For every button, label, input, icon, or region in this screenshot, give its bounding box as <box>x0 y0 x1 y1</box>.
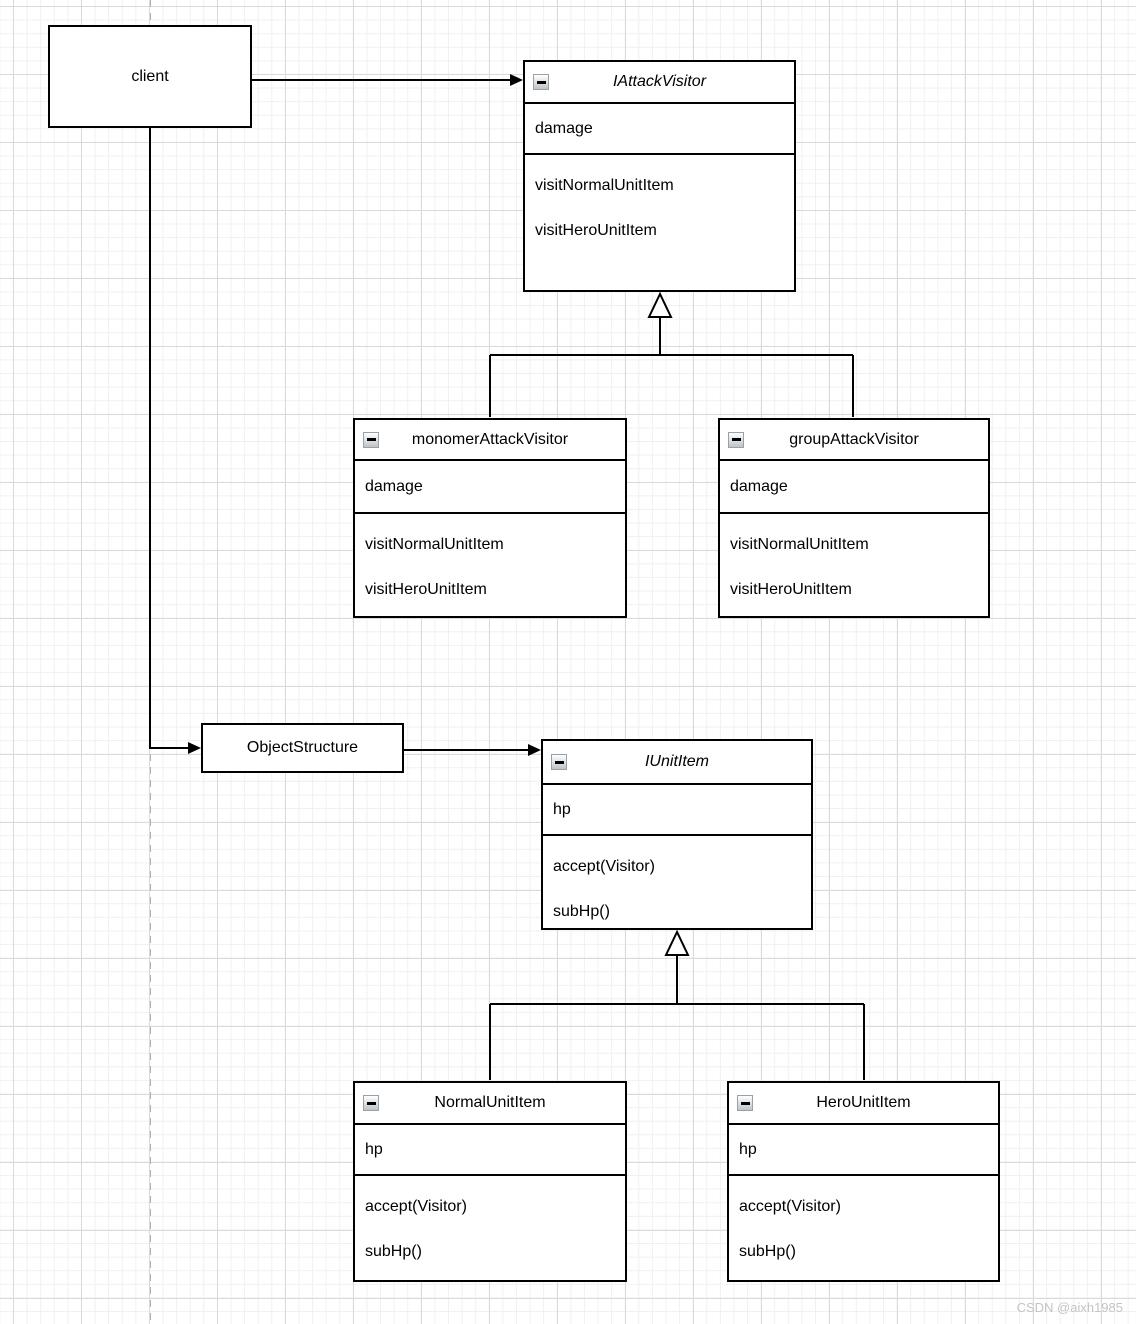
method-row: subHp() <box>553 903 610 920</box>
minus-glyph <box>536 80 546 84</box>
minus-glyph <box>740 1101 750 1105</box>
attribute-row: damage <box>730 477 788 495</box>
minus-glyph <box>366 1101 376 1105</box>
class-title: groupAttackVisitor <box>789 430 919 448</box>
node-client-label: client <box>131 67 169 85</box>
minus-glyph <box>731 438 741 441</box>
arrowhead-icon <box>510 74 523 86</box>
class-box-groupattackvisitor[interactable]: groupAttackVisitor damage visitNormalUni… <box>718 418 990 618</box>
collapse-minus-icon[interactable] <box>728 431 744 448</box>
edge-client-to-objectstructure[interactable] <box>149 128 201 754</box>
class-box-monomerattackvisitor[interactable]: monomerAttackVisitor damage visitNormalU… <box>353 418 627 618</box>
method-row: subHp() <box>739 1243 796 1260</box>
class-title: HeroUnitItem <box>816 1094 911 1111</box>
attributes-section: hp <box>729 1125 998 1176</box>
methods-section: visitNormalUnitItem visitHeroUnitItem <box>355 514 625 612</box>
method-row: accept(Visitor) <box>365 1198 467 1215</box>
methods-section: accept(Visitor) subHp() <box>355 1176 625 1274</box>
class-box-herounititem[interactable]: HeroUnitItem hp accept(Visitor) subHp() <box>727 1081 1000 1282</box>
methods-section: accept(Visitor) subHp() <box>729 1176 998 1274</box>
class-header: NormalUnitItem <box>355 1083 625 1125</box>
class-title: NormalUnitItem <box>434 1094 546 1111</box>
arrowhead-icon <box>188 742 201 754</box>
attribute-row: damage <box>365 477 423 495</box>
method-row: visitHeroUnitItem <box>730 581 852 598</box>
method-row: subHp() <box>365 1243 422 1260</box>
node-objectstructure-label: ObjectStructure <box>246 739 359 756</box>
attribute-row: hp <box>365 1140 383 1158</box>
method-row: visitHeroUnitItem <box>365 581 487 598</box>
attribute-row: hp <box>739 1140 757 1158</box>
minus-glyph <box>366 438 376 441</box>
class-header: groupAttackVisitor <box>720 420 988 461</box>
attribute-row: hp <box>553 800 571 818</box>
methods-section: visitNormalUnitItem visitHeroUnitItem <box>525 155 794 253</box>
node-objectstructure[interactable]: ObjectStructure <box>201 723 404 773</box>
edge-generalization-unititems[interactable] <box>489 929 865 1080</box>
class-box-normalunititem[interactable]: NormalUnitItem hp accept(Visitor) subHp(… <box>353 1081 627 1282</box>
hollow-triangle-icon <box>664 929 690 956</box>
collapse-minus-icon[interactable] <box>551 754 567 770</box>
method-row: accept(Visitor) <box>553 858 655 875</box>
method-row: visitNormalUnitItem <box>365 536 504 553</box>
edge-objectstructure-to-iunititem[interactable] <box>404 744 541 756</box>
attributes-section: damage <box>355 461 625 514</box>
collapse-minus-icon[interactable] <box>533 74 549 90</box>
attributes-section: hp <box>543 785 811 836</box>
attribute-row: damage <box>535 119 593 137</box>
class-title: monomerAttackVisitor <box>411 430 569 448</box>
methods-section: visitNormalUnitItem visitHeroUnitItem <box>720 514 988 612</box>
watermark: CSDN @aixh1985 <box>1016 1300 1123 1315</box>
attributes-section: damage <box>525 104 794 155</box>
minus-glyph <box>554 760 564 764</box>
attributes-section: damage <box>720 461 988 514</box>
edge-generalization-attackvisitors[interactable] <box>489 291 854 417</box>
class-box-iunititem[interactable]: IUnitItem hp accept(Visitor) subHp() <box>541 739 813 930</box>
class-header: HeroUnitItem <box>729 1083 998 1125</box>
class-header: IAttackVisitor <box>525 62 794 104</box>
hollow-triangle-icon <box>647 291 673 318</box>
class-header: monomerAttackVisitor <box>355 420 625 461</box>
attributes-section: hp <box>355 1125 625 1176</box>
methods-section: accept(Visitor) subHp() <box>543 836 811 934</box>
class-title: IUnitItem <box>644 753 709 770</box>
method-row: visitNormalUnitItem <box>535 177 674 194</box>
collapse-minus-icon[interactable] <box>737 1095 753 1111</box>
collapse-minus-icon[interactable] <box>363 1095 379 1111</box>
method-row: visitHeroUnitItem <box>535 222 657 239</box>
edge-client-to-iattackvisitor[interactable] <box>252 74 523 86</box>
class-title: IAttackVisitor <box>612 73 707 90</box>
class-header: IUnitItem <box>543 741 811 785</box>
method-row: accept(Visitor) <box>739 1198 841 1215</box>
node-client[interactable]: client <box>48 25 252 128</box>
method-row: visitNormalUnitItem <box>730 536 869 553</box>
arrowhead-icon <box>528 744 541 756</box>
collapse-minus-icon[interactable] <box>363 431 379 448</box>
class-box-iattackvisitor[interactable]: IAttackVisitor damage visitNormalUnitIte… <box>523 60 796 292</box>
